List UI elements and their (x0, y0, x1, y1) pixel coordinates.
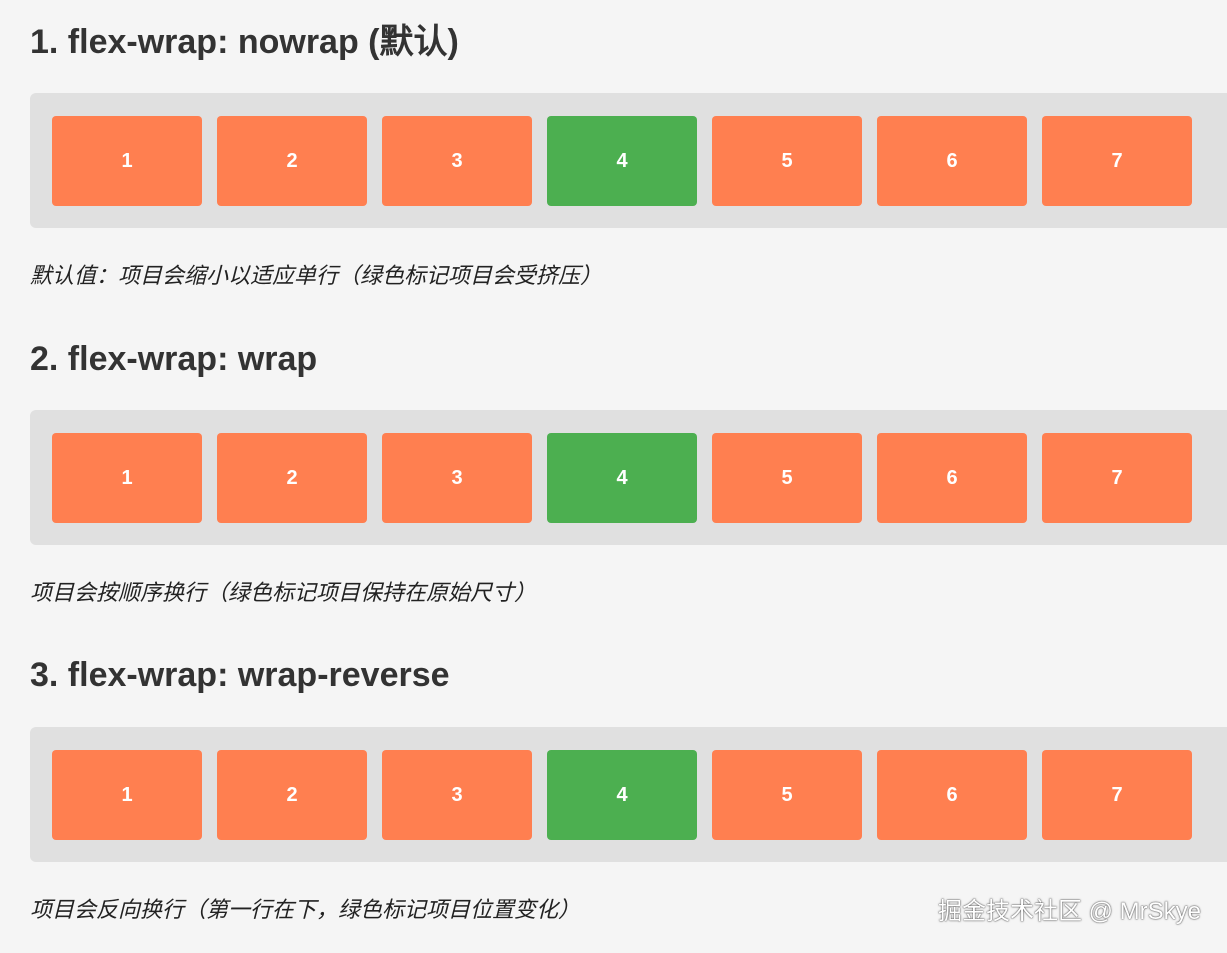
flex-container-nowrap: 1 2 3 4 5 6 7 (30, 93, 1227, 228)
flex-items-row: 1 2 3 4 5 6 7 (52, 433, 1192, 523)
flex-item: 2 (217, 750, 367, 840)
flex-item: 7 (1042, 433, 1192, 523)
section-title-wrap-reverse: 3. flex-wrap: wrap-reverse (30, 656, 450, 694)
flex-container-wrap-reverse: 1 2 3 4 5 6 7 (30, 727, 1227, 862)
flex-item: 2 (217, 116, 367, 206)
section-caption-wrap-reverse: 项目会反向换行（第一行在下，绿色标记项目位置变化） (30, 897, 581, 922)
flex-items-row: 1 2 3 4 5 6 7 (52, 116, 1192, 206)
flex-item: 1 (52, 433, 202, 523)
flex-item: 1 (52, 750, 202, 840)
section-title-wrap: 2. flex-wrap: wrap (30, 340, 318, 378)
flex-item: 5 (712, 116, 862, 206)
flex-item: 3 (382, 433, 532, 523)
flex-item: 1 (52, 116, 202, 206)
flex-item-highlighted: 4 (547, 750, 697, 840)
watermark: 掘金技术社区 @ MrSkye (937, 898, 1201, 925)
flex-item: 6 (877, 750, 1027, 840)
flex-items-row: 1 2 3 4 5 6 7 (52, 750, 1192, 840)
flex-container-wrap: 1 2 3 4 5 6 7 (30, 410, 1227, 545)
flex-item: 3 (382, 750, 532, 840)
section-caption-nowrap: 默认值：项目会缩小以适应单行（绿色标记项目会受挤压） (30, 263, 603, 288)
flex-item: 6 (877, 116, 1027, 206)
flex-item-highlighted: 4 (547, 433, 697, 523)
flex-item: 7 (1042, 116, 1192, 206)
flex-item: 6 (877, 433, 1027, 523)
flex-item-highlighted: 4 (547, 116, 697, 206)
section-caption-wrap: 项目会按顺序换行（绿色标记项目保持在原始尺寸） (30, 580, 537, 605)
flex-item: 3 (382, 116, 532, 206)
flex-item: 7 (1042, 750, 1192, 840)
section-title-nowrap: 1. flex-wrap: nowrap (默认) (30, 23, 459, 61)
flex-item: 5 (712, 750, 862, 840)
flex-item: 2 (217, 433, 367, 523)
flex-item: 5 (712, 433, 862, 523)
